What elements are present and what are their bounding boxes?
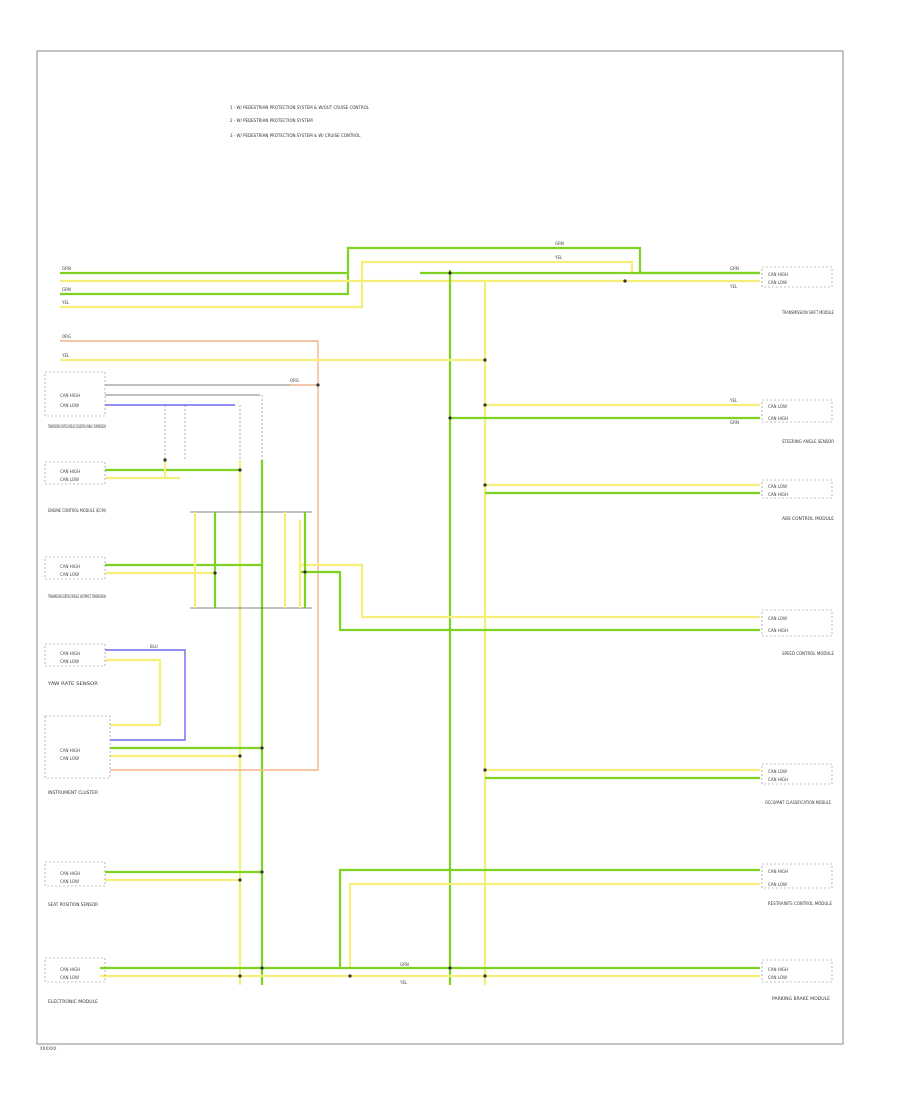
pin-label: CAN HIGH [60, 748, 80, 753]
wire-tag: ORG [62, 334, 71, 339]
pin-label: CAN LOW [60, 879, 79, 884]
diagram-frame [36, 50, 844, 1045]
pin-label: CAN LOW [768, 769, 787, 774]
wire-tag: GRN [730, 420, 739, 425]
wire-tag: YEL [61, 300, 70, 305]
component-label: ENGINE CONTROL MODULE (ECM) [48, 508, 106, 514]
pin-label: CAN HIGH [768, 416, 788, 421]
trunk-lines [238, 270, 487, 985]
splice-dots [163, 271, 627, 978]
component-label: SEAT POSITION SENSOR [48, 902, 98, 908]
footer-code: XXXXXX [40, 1046, 57, 1051]
component-label: SPEED CONTROL MODULE [782, 651, 834, 657]
component-label: TRANSMISSION CONTROL MODULE (AUTOMATIC T… [48, 594, 106, 600]
note-3: 3 - W/ PEDESTRIAN PROTECTION SYSTEM & W/… [230, 133, 361, 138]
pin-label: CAN LOW [60, 572, 79, 577]
wire-tag: YEL [729, 284, 738, 289]
pin-label: CAN LOW [768, 975, 787, 980]
pin-label: CAN HIGH [768, 777, 788, 782]
pin-label: CAN HIGH [768, 272, 788, 277]
component-label: TRANSMISSION CONTROL MODULE (SEQUENTIAL … [48, 424, 106, 430]
wire-tag: GRN [730, 266, 739, 271]
pin-label: CAN HIGH [768, 492, 788, 497]
left-branches [105, 384, 290, 882]
wire-tag: GRN [62, 287, 71, 292]
component-label: STEERING ANGLE SENSOR [782, 439, 834, 445]
pin-label: CAN LOW [768, 404, 787, 409]
pin-label: CAN LOW [768, 484, 787, 489]
component-label: ABS CONTROL MODULE [782, 516, 834, 522]
pin-label: CAN LOW [768, 280, 787, 285]
pin-label: CAN LOW [768, 882, 787, 887]
right-component-boxes [761, 266, 833, 983]
notes-block: 1 - W/ PEDESTRIAN PROTECTION SYSTEM & W/… [230, 105, 370, 138]
pin-label: CAN LOW [60, 756, 79, 761]
pin-label: CAN LOW [60, 477, 79, 482]
pin-label: CAN LOW [60, 659, 79, 664]
pin-label: CAN HIGH [60, 651, 80, 656]
wire-tag: YEL [729, 398, 738, 403]
pin-label: CAN LOW [768, 616, 787, 621]
right-component-names: TRANSMISSION SHIFT MODULE STEERING ANGLE… [765, 310, 834, 1002]
left-pin-labels: CAN HIGH CAN LOW CAN HIGH CAN LOW CAN HI… [60, 393, 80, 980]
component-label: PARKING BRAKE MODULE [772, 996, 830, 1002]
component-label: ELECTRONIC MODULE [48, 999, 98, 1005]
left-component-boxes [44, 371, 111, 983]
pin-label: CAN LOW [60, 403, 79, 408]
right-branches [100, 403, 760, 978]
pin-label: CAN HIGH [768, 967, 788, 972]
wire-tag: BLU [150, 644, 158, 649]
note-2: 2 - W/ PEDESTRIAN PROTECTION SYSTEM [230, 118, 313, 123]
wire-tag: YEL [61, 353, 70, 358]
wire-tag: YEL [554, 255, 563, 260]
pin-label: CAN HIGH [60, 469, 80, 474]
right-pin-labels: CAN HIGH CAN LOW CAN LOW CAN HIGH CAN LO… [768, 272, 788, 980]
pin-label: CAN HIGH [60, 564, 80, 569]
pin-label: CAN HIGH [768, 628, 788, 633]
note-1: 1 - W/ PEDESTRIAN PROTECTION SYSTEM & W/… [230, 105, 370, 110]
wire-color-tags: GRN GRN YEL ORG YEL GRN YEL GRN YEL YEL … [61, 241, 739, 985]
pin-label: CAN HIGH [60, 871, 80, 876]
splice-block [190, 511, 312, 609]
wire-tag: YEL [399, 980, 408, 985]
pin-label: CAN HIGH [60, 393, 80, 398]
wire-tag: GRN [555, 241, 564, 246]
component-label: OCCUPANT CLASSIFICATION MODULE [765, 800, 831, 806]
component-label: RESTRAINTS CONTROL MODULE [768, 901, 832, 907]
wire-tag: GRN [62, 266, 71, 271]
wire-tag: ORG [290, 378, 299, 383]
wire-tag: GRN [400, 962, 409, 967]
component-label: TRANSMISSION SHIFT MODULE [781, 310, 834, 316]
pin-label: CAN HIGH [768, 869, 788, 874]
left-component-names: TRANSMISSION CONTROL MODULE (SEQUENTIAL … [47, 424, 106, 1005]
component-label: INSTRUMENT CLUSTER [48, 790, 98, 796]
pin-label: CAN HIGH [60, 967, 80, 972]
component-label: YAW RATE SENSOR [47, 681, 98, 687]
pin-label: CAN LOW [60, 975, 79, 980]
